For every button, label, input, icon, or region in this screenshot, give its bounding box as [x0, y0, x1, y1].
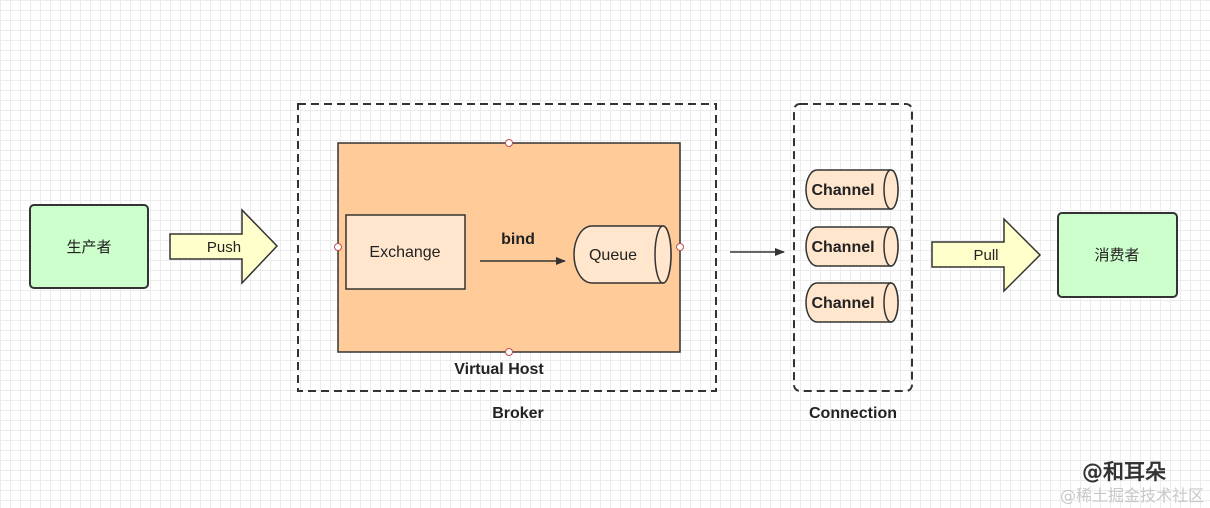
- queue-node[interactable]: Queue: [573, 225, 672, 284]
- broker-label: Broker: [492, 405, 544, 422]
- channel-label: Channel: [811, 295, 874, 312]
- producer-label: 生产者: [66, 239, 111, 256]
- consumer-node[interactable]: 消费者: [1057, 212, 1178, 298]
- pull-label: Pull: [973, 247, 998, 264]
- pull-arrow-shape: [931, 217, 1042, 293]
- channel-node[interactable]: Channel: [805, 282, 899, 323]
- channel-label: Channel: [811, 239, 874, 256]
- broker-border: [297, 103, 717, 392]
- bind-label: bind: [501, 231, 535, 248]
- channel-label: Channel: [811, 182, 874, 199]
- watermark-author: @和耳朵: [1082, 460, 1166, 484]
- bind-edge: bind: [480, 231, 566, 265]
- channel-cap: [883, 282, 899, 323]
- channel-node[interactable]: Channel: [805, 169, 899, 210]
- push-label: Push: [207, 239, 241, 256]
- push-arrow: Push: [169, 208, 279, 285]
- exchange-node[interactable]: Exchange: [345, 214, 466, 290]
- channel-cap: [883, 226, 899, 267]
- producer-node[interactable]: 生产者: [29, 204, 149, 289]
- exchange-label: Exchange: [369, 244, 440, 261]
- connection-container[interactable]: Connection: [793, 103, 913, 422]
- push-arrow-shape: [169, 208, 279, 285]
- channel-node[interactable]: Channel: [805, 226, 899, 267]
- broker-container[interactable]: Broker: [297, 103, 717, 422]
- connection-border: [793, 103, 913, 392]
- consumer-label: 消费者: [1094, 247, 1139, 264]
- exchange-box: [345, 214, 466, 290]
- watermark-site: @稀土掘金技术社区: [1059, 486, 1204, 505]
- producer-box: [29, 204, 149, 289]
- consumer-box: [1057, 212, 1178, 298]
- connection-point-handle[interactable]: [334, 243, 342, 251]
- connection-point-handle[interactable]: [676, 243, 684, 251]
- connection-point-handle[interactable]: [505, 139, 513, 147]
- pull-arrow: Pull: [931, 217, 1042, 293]
- virtual-host-label: Virtual Host: [454, 361, 544, 378]
- channel-cap: [883, 169, 899, 210]
- connection-label: Connection: [809, 405, 897, 422]
- queue-label: Queue: [589, 247, 637, 264]
- queue-cap: [654, 225, 672, 284]
- connection-point-handle[interactable]: [505, 348, 513, 356]
